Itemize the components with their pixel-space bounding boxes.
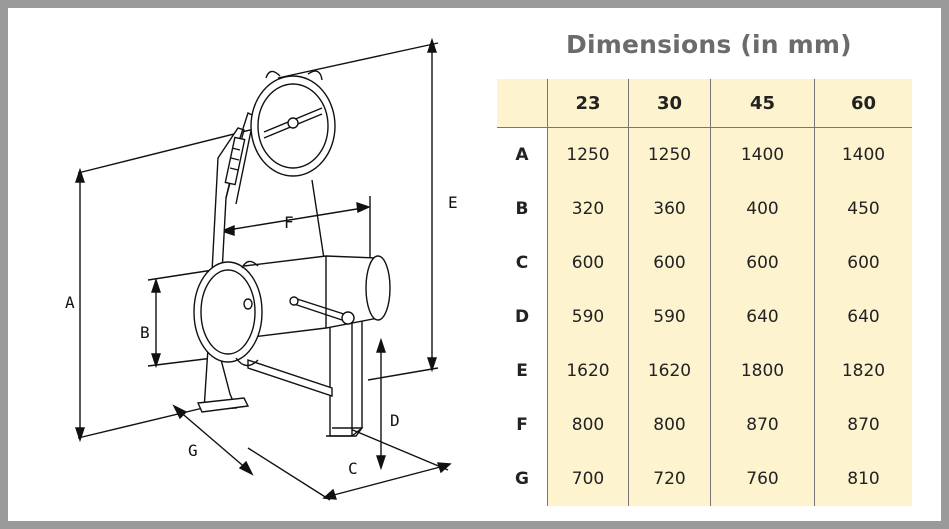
row-label: G — [497, 452, 548, 506]
table-cell: 450 — [814, 182, 912, 236]
table-cell: 800 — [547, 398, 629, 452]
table-cell: 590 — [628, 290, 711, 344]
label-d: D — [390, 411, 400, 430]
label-f: F — [284, 213, 294, 232]
table-cell: 640 — [814, 290, 912, 344]
dimensions-title: Dimensions (in mm) — [566, 30, 852, 59]
table-cell: 870 — [710, 398, 815, 452]
label-e: E — [448, 193, 458, 212]
row-label: F — [497, 398, 548, 452]
table-cell: 590 — [547, 290, 629, 344]
label-c: C — [348, 459, 358, 478]
table-row: D 590 590 640 640 — [497, 290, 912, 344]
table-cell: 800 — [628, 398, 711, 452]
row-label: B — [497, 182, 548, 236]
column-header: 60 — [814, 79, 912, 128]
table-cell: 360 — [628, 182, 711, 236]
table-row: B 320 360 400 450 — [497, 182, 912, 236]
table-cell: 720 — [628, 452, 711, 506]
table-header-row: 23 30 45 60 — [497, 79, 912, 128]
row-label: A — [497, 127, 548, 182]
table-cell: 600 — [710, 236, 815, 290]
row-label: D — [497, 290, 548, 344]
table-cell: 320 — [547, 182, 629, 236]
dimensions-card: A B C D E F G Dimensions (in mm) 23 30 4… — [8, 8, 941, 521]
label-b: B — [140, 323, 150, 342]
table-cell: 1800 — [710, 344, 815, 398]
column-header: 23 — [547, 79, 629, 128]
label-g: G — [188, 441, 198, 460]
table-cell: 600 — [547, 236, 629, 290]
table-cell: 400 — [710, 182, 815, 236]
machine-dimension-drawing: A B C D E F G — [65, 37, 458, 501]
table-cell: 1400 — [710, 127, 815, 182]
table-cell: 760 — [710, 452, 815, 506]
table-cell: 1620 — [547, 344, 629, 398]
table-cell: 600 — [814, 236, 912, 290]
table-cell: 1820 — [814, 344, 912, 398]
dimensions-table: 23 30 45 60 A 1250 1250 1400 1400 B 320 … — [497, 79, 912, 506]
header-corner — [497, 79, 548, 128]
table-cell: 1620 — [628, 344, 711, 398]
row-label: E — [497, 344, 548, 398]
table-row: G 700 720 760 810 — [497, 452, 912, 506]
row-label: C — [497, 236, 548, 290]
table-cell: 700 — [547, 452, 629, 506]
table-row: F 800 800 870 870 — [497, 398, 912, 452]
table-cell: 600 — [628, 236, 711, 290]
table-cell: 1250 — [628, 127, 711, 182]
table-row: A 1250 1250 1400 1400 — [497, 127, 912, 182]
table-cell: 870 — [814, 398, 912, 452]
column-header: 45 — [710, 79, 815, 128]
column-header: 30 — [628, 79, 711, 128]
table-cell: 810 — [814, 452, 912, 506]
label-a: A — [65, 293, 75, 312]
table-cell: 640 — [710, 290, 815, 344]
table-row: E 1620 1620 1800 1820 — [497, 344, 912, 398]
table-row: C 600 600 600 600 — [497, 236, 912, 290]
table-cell: 1400 — [814, 127, 912, 182]
table-cell: 1250 — [547, 127, 629, 182]
